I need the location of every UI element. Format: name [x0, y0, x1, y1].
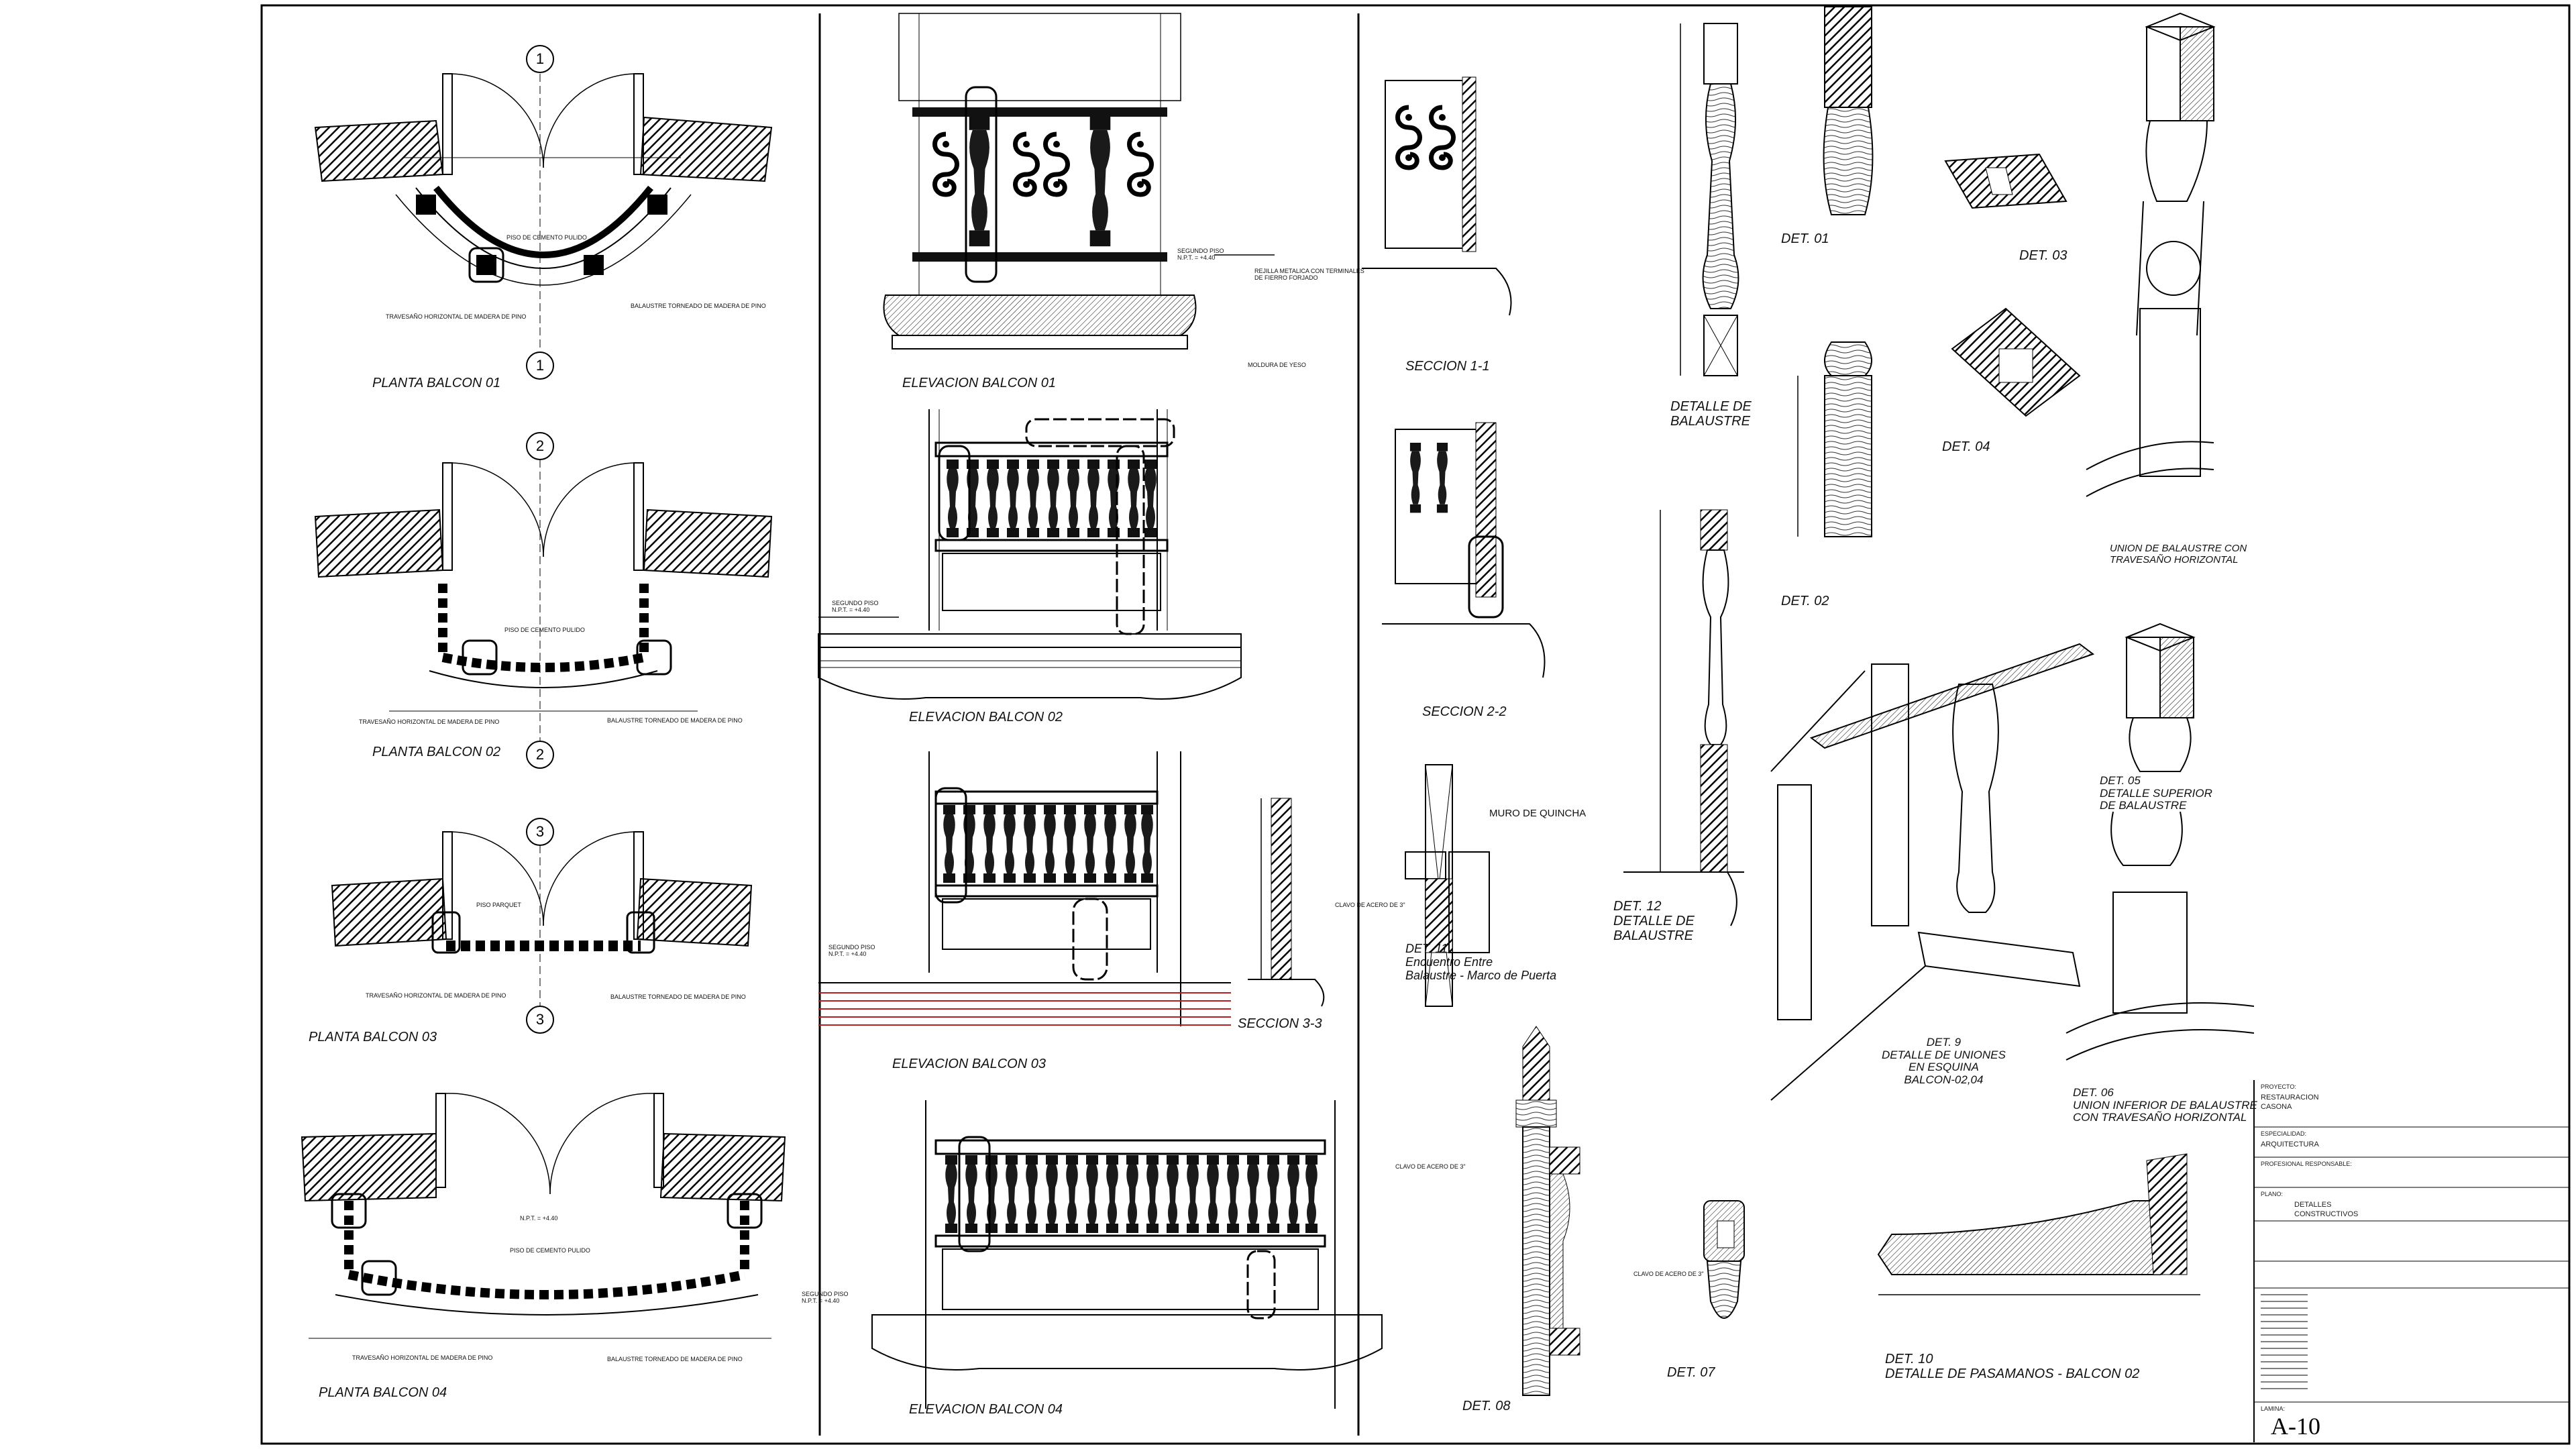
note-balaustre: BALAUSTRE TORNEADO DE MADERA DE PINO — [631, 303, 766, 309]
detalle-12 — [1623, 509, 1744, 926]
planta-balcon-01 — [314, 45, 773, 380]
axis-label: 2 — [536, 746, 544, 763]
sheet-number: A-10 — [2271, 1413, 2320, 1440]
note-balaustre: BALAUSTRE TORNEADO DE MADERA DE PINO — [607, 1356, 743, 1362]
note-travesano: TRAVESAÑO HORIZONTAL DE MADERA DE PINO — [386, 313, 527, 320]
union-balaustre-travesano — [2086, 12, 2216, 497]
elevacion-balcon-03 — [818, 751, 1231, 1026]
note-piso-parquet: PISO PARQUET — [476, 902, 521, 908]
title-det-09: DET. 9 DETALLE DE UNIONES EN ESQUINA BAL… — [1882, 1036, 2006, 1087]
title-det-01: DET. 01 — [1781, 231, 1829, 246]
detalle-01 — [1823, 6, 1874, 215]
detalle-03 — [1944, 153, 2068, 209]
note-segundo-piso: SEGUNDO PISO N.P.T. = +4.40 — [802, 1291, 849, 1304]
elevacion-balcon-04 — [871, 1100, 1383, 1409]
title-det-02: DET. 02 — [1781, 594, 1829, 608]
note-segundo-piso: SEGUNDO PISO N.P.T. = +4.40 — [1177, 248, 1224, 261]
note-piso-cemento: PISO DE CEMENTO PULIDO — [510, 1247, 590, 1254]
detalle-07 — [1703, 1200, 1745, 1319]
note-clavo: CLAVO DE ACERO DE 3" — [1335, 902, 1405, 908]
planta-balcon-02 — [314, 432, 773, 769]
seccion-3-3 — [1248, 798, 1325, 1007]
note-npt: N.P.T. = +4.40 — [520, 1215, 558, 1222]
detalle-09 — [1770, 643, 2095, 1101]
tb-specialty: ARQUITECTURA — [2261, 1140, 2319, 1148]
title-det-12: DET. 12 DETALLE DE BALAUSTRE — [1613, 899, 1695, 943]
title-detalle-balaustre: DETALLE DE BALAUSTRE — [1670, 399, 1752, 429]
detalle-balaustre — [1680, 23, 1739, 376]
note-travesano: TRAVESAÑO HORIZONTAL DE MADERA DE PINO — [352, 1354, 493, 1361]
title-elevacion-balcon-01: ELEVACION BALCON 01 — [902, 376, 1056, 390]
note-rejilla: REJILLA METALICA CON TERMINALES DE FIERR… — [1254, 268, 1364, 281]
title-det-04: DET. 04 — [1942, 439, 1990, 454]
title-det-08: DET. 08 — [1462, 1399, 1511, 1413]
elevacion-balcon-01 — [883, 13, 1275, 350]
note-balaustre: BALAUSTRE TORNEADO DE MADERA DE PINO — [610, 994, 746, 1000]
title-union-balaustre: UNION DE BALAUSTRE CON TRAVESAÑO HORIZON… — [2110, 543, 2247, 566]
title-seccion-1-1: SECCION 1-1 — [1405, 359, 1490, 374]
detalle-06 — [2065, 811, 2255, 1061]
planta-balcon-03 — [331, 818, 753, 1034]
note-piso-cemento: PISO DE CEMENTO PULIDO — [504, 627, 585, 633]
title-block — [2253, 1080, 2569, 1442]
tb-plan-label: PLANO: — [2261, 1191, 2284, 1197]
note-segundo-piso: SEGUNDO PISO N.P.T. = +4.40 — [832, 600, 879, 613]
title-det-05: DET. 05 DETALLE SUPERIOR DE BALAUSTRE — [2100, 774, 2212, 812]
note-balaustre: BALAUSTRE TORNEADO DE MADERA DE PINO — [607, 717, 743, 724]
title-planta-balcon-01: PLANTA BALCON 01 — [372, 376, 501, 390]
note-travesano: TRAVESAÑO HORIZONTAL DE MADERA DE PINO — [366, 992, 506, 999]
title-det-10: DET. 10 DETALLE DE PASAMANOS - BALCON 02 — [1885, 1352, 2140, 1381]
note-muro-quincha: MURO DE QUINCHA — [1489, 808, 1587, 819]
title-det-07: DET. 07 — [1667, 1365, 1715, 1380]
tb-responsible-label: PROFESIONAL RESPONSABLE: — [2261, 1161, 2352, 1167]
tb-specialty-label: ESPECIALIDAD: — [2261, 1130, 2307, 1137]
elevacion-balcon-02 — [818, 409, 1242, 700]
detalle-02 — [1797, 341, 1872, 537]
title-det-11: DET. 11 Encuentro Entre Balaustre - Marc… — [1405, 942, 1557, 982]
title-det-06: DET. 06 UNION INFERIOR DE BALAUSTRE CON … — [2073, 1086, 2257, 1124]
tb-plan: DETALLES CONSTRUCTIVOS — [2294, 1201, 2359, 1218]
title-det-03: DET. 03 — [2019, 248, 2068, 263]
axis-label: 1 — [536, 50, 544, 67]
planta-balcon-04 — [301, 1093, 786, 1339]
tb-project: RESTAURACION CASONA — [2261, 1093, 2319, 1111]
seccion-1-1 — [1362, 76, 1512, 316]
detalle-08 — [1515, 1026, 1580, 1396]
seccion-2-2 — [1382, 422, 1546, 678]
title-seccion-3-3: SECCION 3-3 — [1238, 1016, 1322, 1031]
tb-sheet-label: LAMINA: — [2261, 1405, 2286, 1412]
note-clavo: CLAVO DE ACERO DE 3" — [1395, 1163, 1466, 1170]
title-planta-balcon-03: PLANTA BALCON 03 — [309, 1030, 437, 1044]
note-travesano: TRAVESAÑO HORIZONTAL DE MADERA DE PINO — [359, 718, 500, 725]
detalle-05 — [2125, 623, 2196, 772]
axis-label: 2 — [536, 437, 544, 454]
axis-label: 3 — [536, 823, 544, 840]
detalle-11 — [1405, 764, 1490, 1007]
tb-project-label: PROYECTO: — [2261, 1083, 2296, 1090]
note-clavo: CLAVO DE ACERO DE 3" — [1633, 1271, 1704, 1277]
title-elevacion-balcon-03: ELEVACION BALCON 03 — [892, 1057, 1046, 1071]
title-elevacion-balcon-04: ELEVACION BALCON 04 — [909, 1402, 1063, 1417]
title-elevacion-balcon-02: ELEVACION BALCON 02 — [909, 710, 1063, 724]
axis-label: 1 — [536, 357, 544, 374]
note-moldura: MOLDURA DE YESO — [1248, 362, 1306, 368]
note-segundo-piso: SEGUNDO PISO N.P.T. = +4.40 — [828, 944, 875, 957]
detalle-04 — [1951, 307, 2081, 417]
detalle-10 — [1877, 1153, 2200, 1295]
note-piso-cemento: PISO DE CEMENTO PULIDO — [506, 234, 587, 241]
axis-label: 3 — [536, 1011, 544, 1028]
title-seccion-2-2: SECCION 2-2 — [1422, 704, 1507, 719]
title-planta-balcon-04: PLANTA BALCON 04 — [319, 1385, 447, 1400]
title-planta-balcon-02: PLANTA BALCON 02 — [372, 745, 501, 759]
